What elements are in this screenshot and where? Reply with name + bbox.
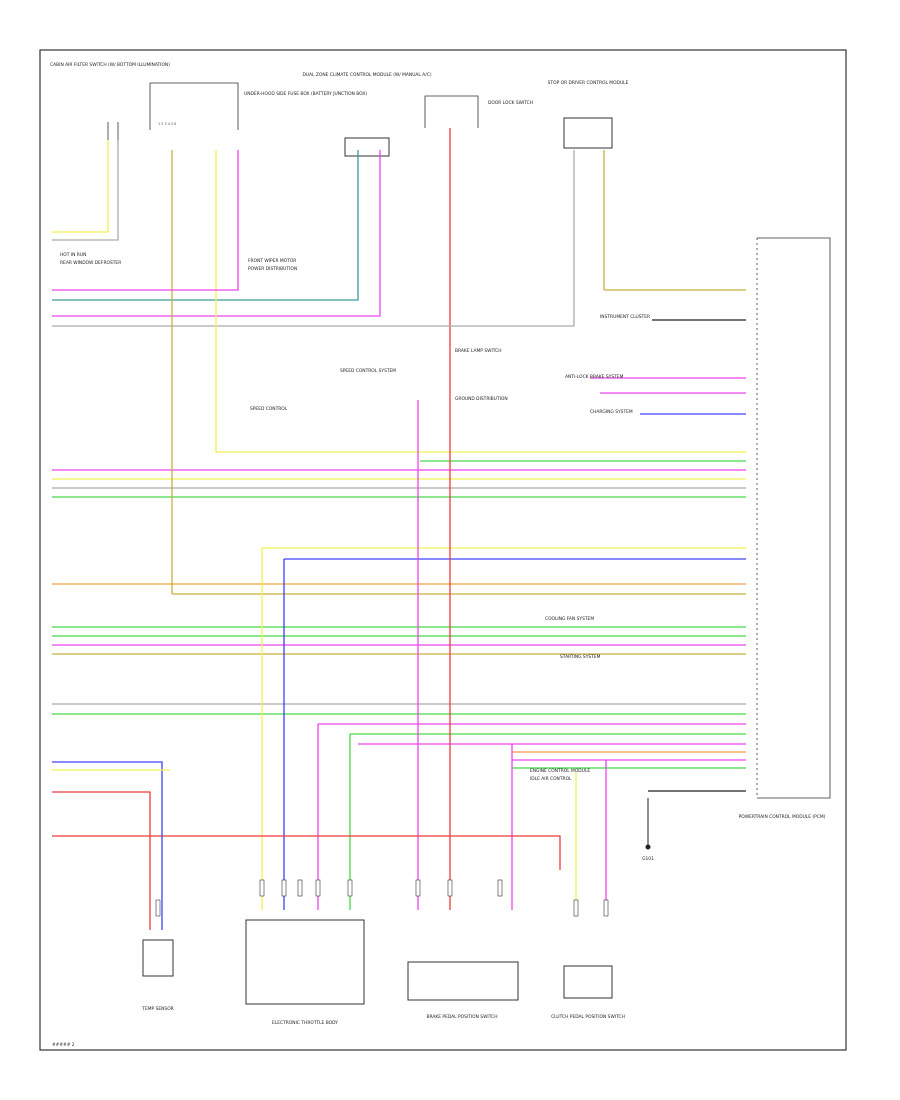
cabin-switch-label: CABIN AIR FILTER SWITCH (W/ BOTTOM ILLUM… bbox=[50, 62, 170, 68]
wire-teal bbox=[52, 150, 359, 301]
connector-tick-9 bbox=[573, 899, 579, 917]
wire-yellow-switch bbox=[52, 140, 109, 233]
stop-control-module: STOP OR DRIVER CONTROL MODULE bbox=[548, 80, 629, 149]
connector-tick-0 bbox=[155, 899, 161, 917]
connector-tick-8 bbox=[497, 879, 503, 897]
ground-label: G101 bbox=[642, 856, 654, 862]
dual-zone-label: DUAL ZONE CLIMATE CONTROL MODULE (W/ MAN… bbox=[302, 72, 431, 78]
cabin-filter-switch: CABIN AIR FILTER SWITCH (W/ BOTTOM ILLUM… bbox=[50, 62, 170, 140]
wire-red-long bbox=[52, 835, 561, 870]
footer-code: ##### 2 bbox=[52, 1042, 75, 1048]
connector-tick-6 bbox=[415, 879, 421, 897]
ground-g101: G101 bbox=[642, 798, 654, 862]
wire-blue-temp bbox=[52, 761, 163, 930]
right-label-ecm: ENGINE CONTROL MODULE bbox=[530, 768, 590, 774]
connector-tick-3 bbox=[297, 879, 303, 897]
right-label-fan: COOLING FAN SYSTEM bbox=[545, 616, 594, 622]
door-lock-switch: DOOR LOCK SWITCH bbox=[424, 95, 533, 128]
brake-switch: BRAKE PEDAL POSITION SWITCH bbox=[407, 961, 519, 1020]
right-label-cluster: INSTRUMENT CLUSTER bbox=[600, 314, 650, 320]
battery-junction-box: UNDER-HOOD SIDE FUSE BOX (BATTERY JUNCTI… bbox=[149, 82, 367, 130]
connector-tick-1 bbox=[259, 879, 265, 897]
stop-module-label: STOP OR DRIVER CONTROL MODULE bbox=[548, 80, 629, 86]
right-label-iac: IDLE AIR CONTROL bbox=[530, 776, 572, 782]
wire-red-temp bbox=[52, 791, 151, 930]
right-label-abs: ANTI-LOCK BRAKE SYSTEM bbox=[565, 374, 624, 380]
left-label-wiper: FRONT WIPER MOTOR bbox=[248, 258, 296, 264]
pcm-module: POWERTRAIN CONTROL MODULE (PCM) bbox=[739, 237, 831, 820]
mid-label-ground: GROUND DISTRIBUTION bbox=[455, 396, 508, 402]
left-label-defroster: REAR WINDOW DEFROSTER bbox=[60, 260, 121, 266]
mid-label-speed-control: SPEED CONTROL SYSTEM bbox=[340, 368, 396, 374]
left-label-speed: SPEED CONTROL bbox=[250, 406, 288, 412]
connector-tick-5 bbox=[347, 879, 353, 897]
right-label-charging: CHARGING SYSTEM bbox=[590, 409, 633, 415]
connector-tick-2 bbox=[281, 879, 287, 897]
junction-box-label: UNDER-HOOD SIDE FUSE BOX (BATTERY JUNCTI… bbox=[244, 91, 367, 97]
wire-gray-switch bbox=[52, 140, 119, 241]
throttle-body-label: ELECTRONIC THROTTLE BODY bbox=[272, 1020, 338, 1026]
connector-tick-4 bbox=[315, 879, 321, 897]
pcm-label: POWERTRAIN CONTROL MODULE (PCM) bbox=[739, 814, 826, 820]
throttle-body: ELECTRONIC THROTTLE BODY bbox=[245, 919, 365, 1026]
temp-sensor-label: TEMP SENSOR bbox=[141, 1006, 173, 1012]
wire-gray-top bbox=[52, 150, 575, 327]
wire-group bbox=[52, 128, 746, 930]
door-lock-label: DOOR LOCK SWITCH bbox=[488, 100, 533, 106]
mid-labels: SPEED CONTROL SYSTEM BRAKE LAMP SWITCH G… bbox=[340, 348, 508, 402]
diagram-frame bbox=[39, 49, 847, 1051]
connector-tick-10 bbox=[603, 899, 609, 917]
right-label-starting: STARTING SYSTEM bbox=[560, 654, 601, 660]
connector-tick-7 bbox=[447, 879, 453, 897]
right-labels: INSTRUMENT CLUSTER ANTI-LOCK BRAKE SYSTE… bbox=[530, 314, 650, 782]
brake-switch-label: BRAKE PEDAL POSITION SWITCH bbox=[426, 1014, 497, 1020]
svg-text:1 2 3 4 5 6: 1 2 3 4 5 6 bbox=[158, 122, 176, 126]
clutch-switch: CLUTCH PEDAL POSITION SWITCH bbox=[551, 965, 625, 1020]
temp-sensor: TEMP SENSOR bbox=[141, 939, 174, 1012]
mid-label-brake-lamp: BRAKE LAMP SWITCH bbox=[455, 348, 502, 354]
wire-pink-top bbox=[52, 150, 381, 317]
clutch-switch-label: CLUTCH PEDAL POSITION SWITCH bbox=[551, 1014, 625, 1020]
left-side-labels: HOT IN RUN REAR WINDOW DEFROSTER FRONT W… bbox=[60, 252, 297, 412]
left-label-power: POWER DISTRIBUTION bbox=[248, 266, 297, 272]
left-label-hot-in-run: HOT IN RUN bbox=[60, 252, 86, 258]
dual-zone-module: DUAL ZONE CLIMATE CONTROL MODULE (W/ MAN… bbox=[302, 72, 432, 157]
wire-pink-left bbox=[52, 150, 239, 291]
